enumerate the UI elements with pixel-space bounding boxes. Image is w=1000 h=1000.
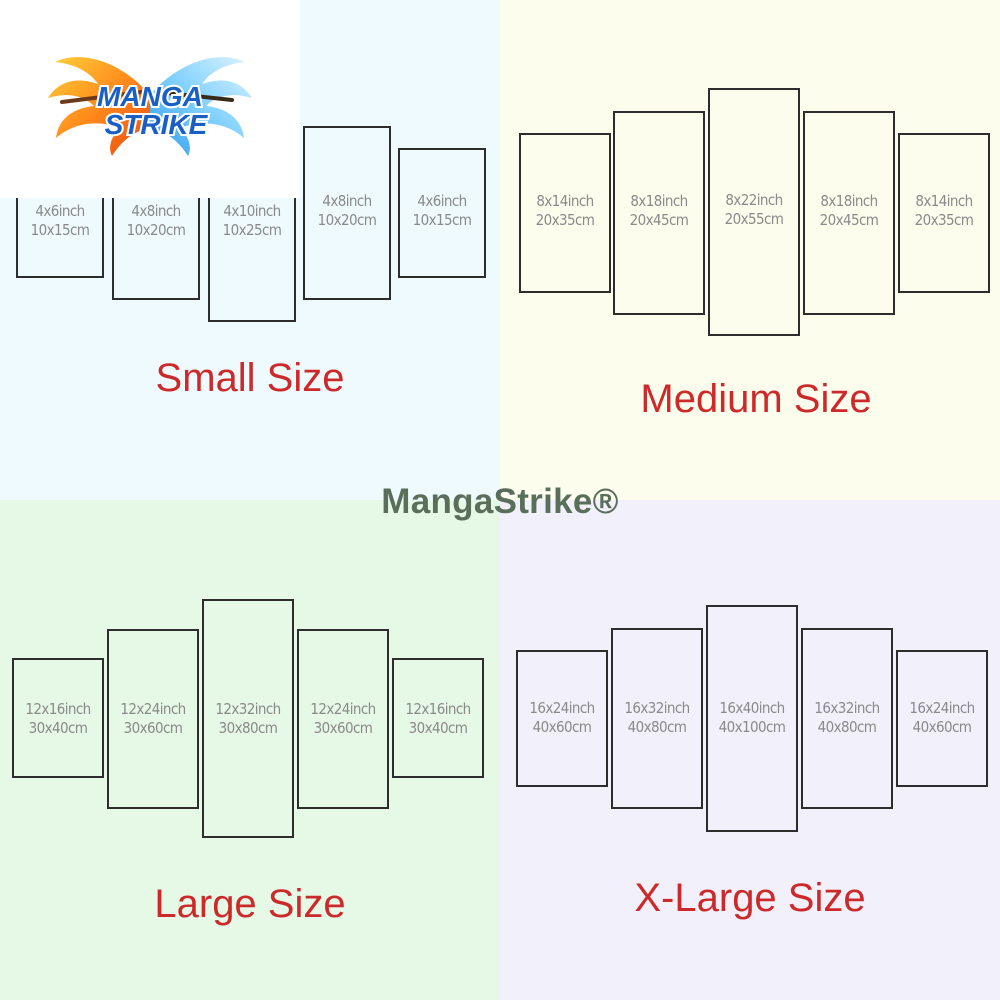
panel-cm-label: 20x55cm: [724, 210, 784, 228]
xlarge-size-title: X-Large Size: [634, 876, 866, 920]
panel-inch-label: 12x24inch: [310, 700, 376, 718]
panel-inch-label: 16x24inch: [529, 699, 595, 717]
panel-cm-label: 30x40cm: [408, 719, 468, 737]
panel-cm-label: 30x60cm: [123, 719, 183, 737]
panel-inch-label: 8x18inch: [820, 192, 878, 210]
panel-inch-label: 16x40inch: [719, 699, 785, 717]
logo-line1: MANGA: [97, 81, 203, 112]
logo-line2: STRIKE: [105, 109, 209, 140]
panel-inch-label: 4x6inch: [35, 202, 85, 220]
panel-cm-label: 40x100cm: [718, 718, 786, 736]
panel-cm-label: 20x45cm: [819, 211, 879, 229]
panel-cm-label: 30x80cm: [218, 719, 278, 737]
panel-inch-label: 8x14inch: [915, 192, 973, 210]
panel-inch-label: 12x24inch: [120, 700, 186, 718]
panel-cm-label: 20x45cm: [629, 211, 689, 229]
panel-cm-label: 10x20cm: [126, 221, 186, 239]
large-size-title: Large Size: [154, 882, 346, 926]
panel-cm-label: 40x80cm: [817, 718, 877, 736]
panel-inch-label: 16x32inch: [624, 699, 690, 717]
panel-inch-label: 8x18inch: [630, 192, 688, 210]
panel-inch-label: 8x14inch: [536, 192, 594, 210]
panel-inch-label: 4x8inch: [131, 202, 181, 220]
panel-cm-label: 30x40cm: [28, 719, 88, 737]
panel-inch-label: 4x8inch: [322, 192, 372, 210]
panel-inch-label: 12x16inch: [405, 700, 471, 718]
medium-size-title: Medium Size: [640, 377, 872, 421]
panel-inch-label: 12x32inch: [215, 700, 281, 718]
manga-strike-logo-icon: MANGA STRIKE: [48, 57, 252, 156]
panel-cm-label: 10x15cm: [412, 211, 472, 229]
panel-inch-label: 12x16inch: [25, 700, 91, 718]
panel-cm-label: 20x35cm: [535, 211, 595, 229]
panel-inch-label: 16x24inch: [909, 699, 975, 717]
panel-cm-label: 40x60cm: [532, 718, 592, 736]
small-size-title: Small Size: [155, 356, 345, 400]
panel-inch-label: 4x10inch: [223, 202, 281, 220]
panel-cm-label: 40x80cm: [627, 718, 687, 736]
panel-cm-label: 20x35cm: [914, 211, 974, 229]
panel-cm-label: 10x15cm: [30, 221, 90, 239]
panel-inch-label: 4x6inch: [417, 192, 467, 210]
logo: MANGA STRIKE: [0, 0, 300, 198]
brand-watermark: MangaStrike®: [381, 482, 619, 521]
panel-cm-label: 40x60cm: [912, 718, 972, 736]
panel-cm-label: 10x20cm: [317, 211, 377, 229]
panel-inch-label: 16x32inch: [814, 699, 880, 717]
panel-cm-label: 10x25cm: [222, 221, 282, 239]
panel-inch-label: 8x22inch: [725, 191, 783, 209]
panel-cm-label: 30x60cm: [313, 719, 373, 737]
